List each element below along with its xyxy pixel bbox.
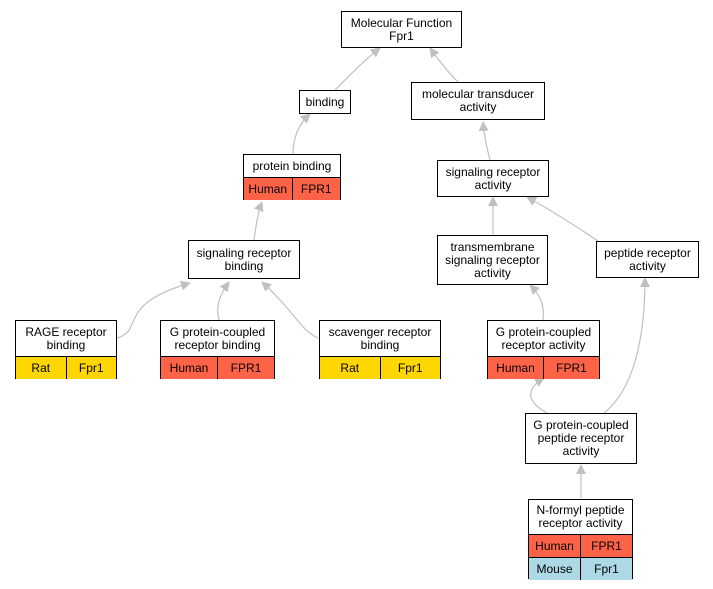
node-label: G protein-coupled peptide receptor activ…	[533, 418, 629, 458]
species-row: Rat Fpr1	[16, 356, 116, 379]
node-label: scavenger receptor binding	[328, 324, 432, 352]
species-row: Human FPR1	[529, 534, 632, 557]
node-label: binding	[305, 94, 345, 109]
node-label: Molecular Function Fpr1	[350, 15, 453, 43]
edge-proteinbinding-binding	[292, 113, 311, 155]
edge-binding-root	[334, 47, 381, 91]
edge-gpcrbinding-sigrecbinding	[217, 281, 230, 321]
node-transmembrane-signaling-receptor-activity[interactable]: transmembrane signaling receptor activit…	[437, 235, 548, 285]
species-row: Human FPR1	[488, 356, 599, 379]
node-scavenger-receptor-binding[interactable]: scavenger receptor binding Rat Fpr1	[319, 320, 441, 379]
node-protein-binding[interactable]: protein binding Human FPR1	[243, 154, 341, 200]
node-label: N-formyl peptide receptor activity	[536, 503, 625, 530]
species-row: Human FPR1	[161, 356, 274, 379]
species-row: Rat Fpr1	[320, 356, 440, 379]
species-cell: Human	[529, 535, 580, 557]
edge-gpcractivity-tmsigrec	[529, 284, 545, 321]
node-molecular-transducer-activity[interactable]: molecular transducer activity	[411, 82, 545, 120]
species-row: Mouse Fpr1	[529, 557, 632, 580]
edge-rage-sigrecbinding	[116, 280, 191, 339]
node-n-formyl-peptide-receptor-activity[interactable]: N-formyl peptide receptor activity Human…	[528, 499, 633, 580]
gene-cell: Fpr1	[379, 357, 440, 379]
node-label: G protein-coupled receptor binding	[169, 324, 266, 352]
node-label: molecular transducer activity	[421, 87, 535, 114]
node-label: transmembrane signaling receptor activit…	[445, 239, 540, 280]
species-cell: Human	[244, 178, 292, 200]
species-cell: Rat	[320, 357, 380, 379]
edge-gpcrpeptide-gpcractivity	[530, 377, 548, 414]
species-cell: Mouse	[529, 558, 580, 580]
gene-cell: Fpr1	[580, 558, 632, 580]
node-label: signaling receptor activity	[445, 164, 541, 192]
node-label: RAGE receptor binding	[25, 324, 107, 352]
node-label: G protein-coupled receptor activity	[495, 324, 592, 352]
species-cell: Human	[161, 357, 217, 379]
node-gpcr-binding[interactable]: G protein-coupled receptor binding Human…	[160, 320, 275, 379]
edge-sigrecbinding-proteinbinding	[253, 201, 264, 241]
gene-cell: Fpr1	[65, 357, 116, 379]
edge-peptiderec-sigrecactivity	[526, 196, 599, 242]
node-peptide-receptor-activity[interactable]: peptide receptor activity	[596, 241, 699, 278]
gene-cell: FPR1	[291, 178, 340, 200]
node-signaling-receptor-activity[interactable]: signaling receptor activity	[437, 160, 549, 197]
node-gpcr-peptide-receptor-activity[interactable]: G protein-coupled peptide receptor activ…	[525, 413, 637, 464]
edge-gpcrpeptide-peptiderec	[603, 277, 650, 414]
edge-sigrecactivity-moltransducer	[478, 121, 491, 161]
node-gpcr-activity[interactable]: G protein-coupled receptor activity Huma…	[487, 320, 600, 379]
species-row: Human FPR1	[244, 177, 340, 200]
species-cell: Rat	[16, 357, 66, 379]
node-binding[interactable]: binding	[299, 90, 351, 114]
node-label: peptide receptor activity	[604, 245, 691, 273]
node-rage-receptor-binding[interactable]: RAGE receptor binding Rat Fpr1	[15, 320, 117, 379]
gene-cell: FPR1	[580, 535, 632, 557]
gene-cell: FPR1	[543, 357, 599, 379]
node-label: protein binding	[252, 158, 332, 173]
edge-moltransducer-root	[429, 47, 459, 83]
node-signaling-receptor-binding[interactable]: signaling receptor binding	[188, 240, 300, 279]
node-label: signaling receptor binding	[196, 245, 292, 273]
node-molecular-function[interactable]: Molecular Function Fpr1	[341, 11, 462, 48]
species-cell: Human	[488, 357, 543, 379]
edge-scavenger-sigrecbinding	[261, 281, 319, 339]
gene-cell: FPR1	[217, 357, 274, 379]
